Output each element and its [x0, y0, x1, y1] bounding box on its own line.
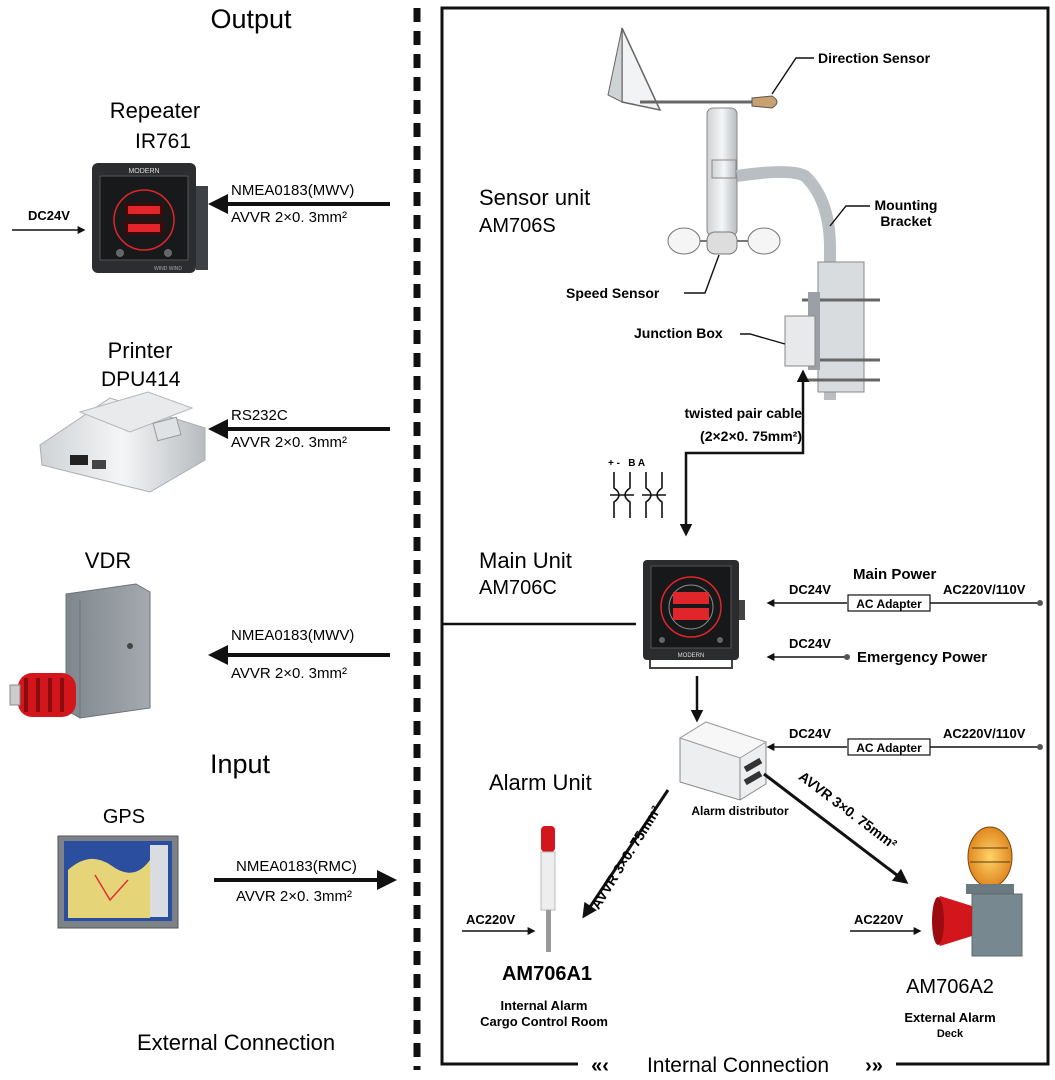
alarm-distributor-label: Alarm distributor — [691, 804, 789, 818]
internal-connection-label: Internal Connection — [647, 1054, 829, 1075]
alarm-to-a1-arrow — [582, 789, 670, 919]
sensor-unit-image — [607, 27, 880, 400]
mounting-bracket-leader — [829, 205, 870, 227]
main-unit-image — [643, 560, 745, 669]
cable-name-label: twisted pair cable — [685, 405, 803, 421]
repeater-brand: MODERN — [128, 168, 159, 175]
a2-desc-1: External Alarm — [904, 1010, 995, 1025]
alarm-distributor-image — [678, 721, 768, 801]
printer-title: Printer — [108, 338, 173, 363]
repeater-title: Repeater — [110, 98, 201, 123]
vdr-cable-label: AVVR 2×0. 3mm² — [231, 665, 347, 682]
internal-chevrons-right: ›» — [865, 1055, 883, 1075]
alarm-dc24v-label: DC24V — [789, 726, 831, 741]
a1-desc-1: Internal Alarm — [501, 998, 588, 1013]
main-dc24v-label: DC24V — [789, 582, 831, 597]
vdr-title: VDR — [85, 548, 131, 573]
cable-spec-label: (2×2×0. 75mm²) — [700, 428, 802, 444]
alarm-ac-input-label: AC220V/110V — [943, 726, 1026, 741]
a1-desc-2: Cargo Control Room — [480, 1014, 608, 1029]
repeater-signal-label: NMEA0183(MWV) — [231, 182, 354, 199]
a2-desc-2: Deck — [937, 1028, 964, 1040]
main-unit-model: AM706C — [479, 577, 557, 599]
gps-cable-label: AVVR 2×0. 3mm² — [236, 888, 352, 905]
repeater-footer: WIND WIND — [154, 266, 182, 272]
alarm-a1-cable-label: AVVR 3×0. 75mm² — [588, 803, 664, 912]
cable-polarity-label: + - B A — [608, 458, 645, 469]
printer-device-image — [39, 391, 206, 493]
alarm-to-a2-arrow — [763, 772, 909, 884]
mounting-bracket-label-1: Mounting — [875, 197, 938, 213]
a1-signal-tower-image — [540, 826, 556, 952]
vdr-device-image — [9, 583, 151, 719]
alarm-ac-input-terminal — [1037, 744, 1043, 750]
speed-sensor-leader — [684, 254, 720, 294]
repeater-model: IR761 — [135, 130, 191, 153]
sensor-unit-title: Sensor unit — [479, 185, 590, 210]
main-ac-input-label: AC220V/110V — [943, 582, 1026, 597]
main-power-label: Main Power — [853, 566, 937, 583]
repeater-device-image — [92, 163, 208, 273]
direction-sensor-label: Direction Sensor — [818, 50, 931, 66]
a2-model: AM706A2 — [906, 976, 994, 998]
internal-connection-label-bg — [578, 1054, 896, 1075]
repeater-power-label: DC24V — [28, 208, 70, 223]
printer-cable-label: AVVR 2×0. 3mm² — [231, 434, 347, 451]
cable-arrow-line — [679, 369, 810, 537]
main-ac-input-terminal — [1037, 600, 1043, 606]
emergency-terminal — [844, 654, 850, 660]
vdr-signal-label: NMEA0183(MWV) — [231, 627, 354, 644]
twisted-pair-icon — [610, 472, 666, 518]
input-heading: Input — [210, 749, 271, 779]
printer-model: DPU414 — [101, 368, 181, 391]
a2-power-label: AC220V — [854, 912, 903, 927]
internal-chevrons-left: «‹ — [591, 1055, 609, 1075]
gps-device-image — [57, 835, 179, 929]
a2-beacon-horn-image — [932, 826, 1023, 957]
direction-sensor-leader — [771, 57, 814, 95]
alarm-ac-adapter-label: AC Adapter — [856, 741, 922, 755]
junction-box-label: Junction Box — [634, 325, 723, 341]
main-unit-title: Main Unit — [479, 548, 572, 573]
a1-power-label: AC220V — [466, 912, 515, 927]
main-ac-adapter-label: AC Adapter — [856, 597, 922, 611]
external-connection-label: External Connection — [137, 1030, 335, 1055]
main-unit-brand: MODERN — [678, 653, 705, 659]
emergency-power-label: Emergency Power — [857, 649, 987, 666]
junction-box-leader — [740, 333, 786, 345]
speed-sensor-label: Speed Sensor — [566, 285, 660, 301]
alarm-unit-title: Alarm Unit — [489, 770, 592, 795]
gps-title: GPS — [103, 806, 145, 828]
emergency-dc24v-label: DC24V — [789, 636, 831, 651]
output-heading: Output — [210, 4, 292, 34]
gps-signal-label: NMEA0183(RMC) — [236, 858, 357, 875]
mounting-bracket-label-2: Bracket — [880, 213, 932, 229]
sensor-unit-model: AM706S — [479, 215, 556, 237]
printer-signal-label: RS232C — [231, 407, 288, 424]
repeater-cable-label: AVVR 2×0. 3mm² — [231, 209, 347, 226]
a1-model: AM706A1 — [502, 963, 592, 985]
